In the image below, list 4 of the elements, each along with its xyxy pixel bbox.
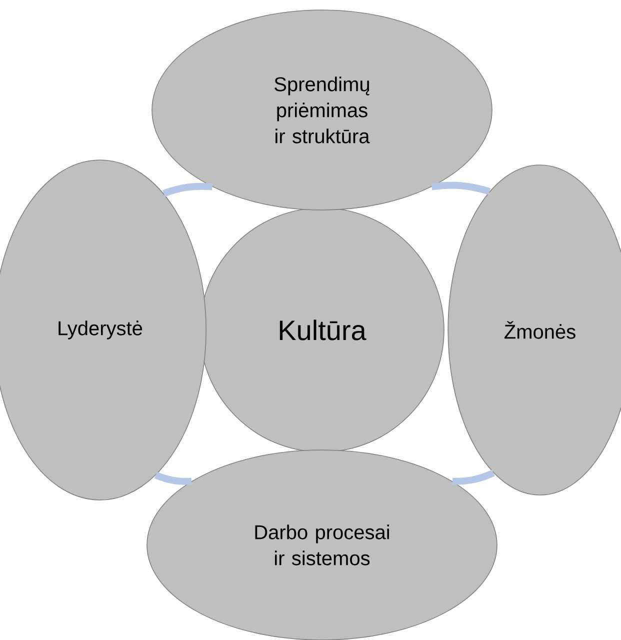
ring-arc	[431, 182, 491, 195]
ring-arc	[154, 472, 192, 485]
ring-arc	[162, 182, 212, 197]
ring-arc	[452, 470, 495, 485]
